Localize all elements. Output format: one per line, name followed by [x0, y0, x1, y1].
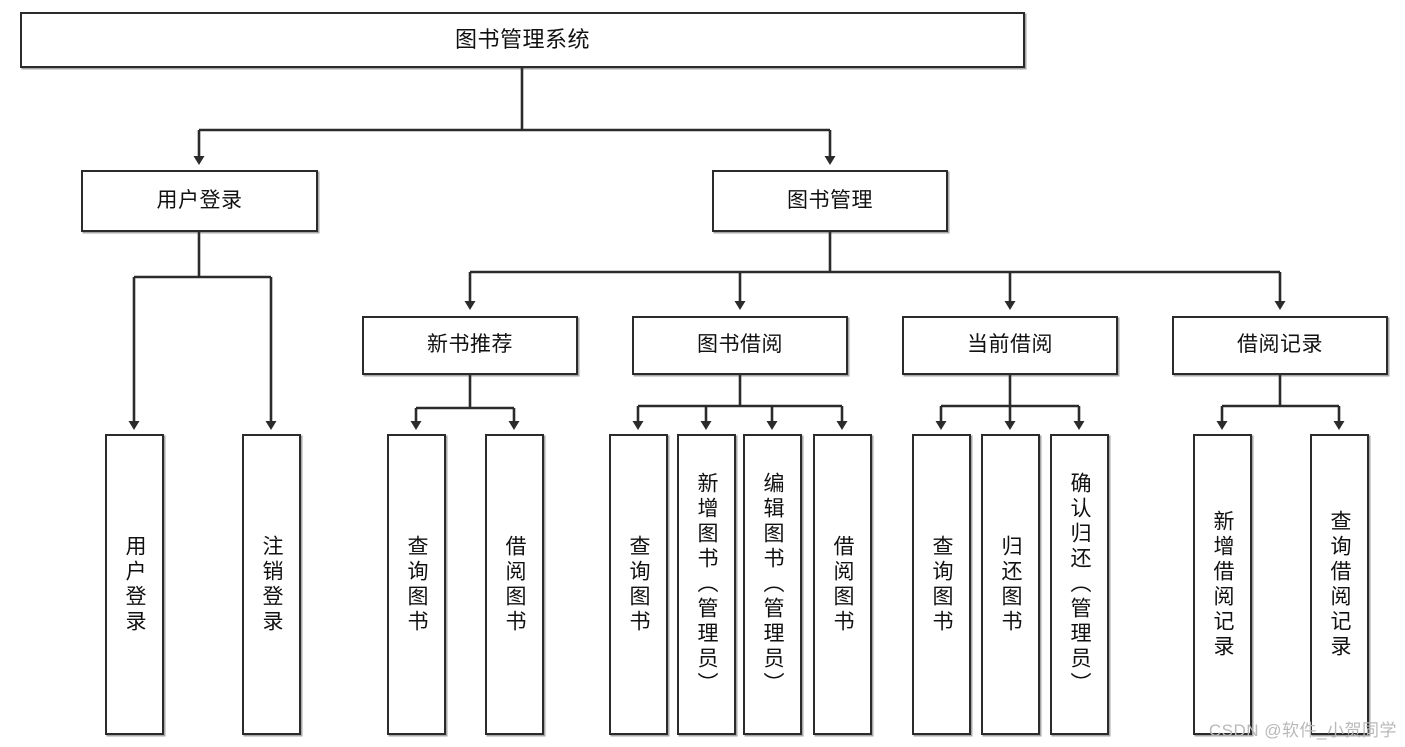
leaf-current-borrow-query-label: 查询图书 [930, 534, 953, 635]
leaf-current-borrow-return-label: 归还图书 [999, 534, 1022, 635]
leaf-user-login-signout-label: 注销登录 [260, 534, 283, 635]
leaf-book-borrow-query-label: 查询图书 [627, 534, 650, 635]
leaf-new-book-query[interactable]: 查询图书 [387, 434, 446, 735]
node-root-system[interactable]: 图书管理系统 [20, 12, 1025, 68]
leaf-user-login-signin[interactable]: 用户登录 [105, 434, 164, 735]
leaf-book-borrow-lend-label: 借阅图书 [831, 534, 854, 635]
node-current-borrow-label: 当前借阅 [967, 333, 1053, 357]
leaf-book-borrow-lend[interactable]: 借阅图书 [813, 434, 872, 735]
leaf-current-borrow-return[interactable]: 归还图书 [981, 434, 1040, 735]
node-borrow-record-label: 借阅记录 [1237, 333, 1323, 357]
leaf-current-borrow-confirm-label: 确认归还（管理员） [1068, 472, 1091, 697]
leaf-new-book-borrow[interactable]: 借阅图书 [485, 434, 544, 735]
csdn-watermark: CSDN @软件_小贺同学 [1208, 721, 1397, 740]
leaf-borrow-record-query[interactable]: 查询借阅记录 [1310, 434, 1369, 735]
node-user-login[interactable]: 用户登录 [81, 170, 318, 232]
node-book-borrow[interactable]: 图书借阅 [632, 316, 848, 375]
node-new-book-recommend-label: 新书推荐 [427, 333, 513, 357]
node-root-system-label: 图书管理系统 [454, 27, 590, 53]
leaf-book-borrow-edit-label: 编辑图书（管理员） [761, 472, 784, 697]
leaf-borrow-record-add-label: 新增借阅记录 [1211, 509, 1234, 660]
leaf-book-borrow-query[interactable]: 查询图书 [609, 434, 668, 735]
leaf-user-login-signout[interactable]: 注销登录 [242, 434, 301, 735]
node-user-login-label: 用户登录 [156, 188, 243, 212]
node-book-management[interactable]: 图书管理 [712, 170, 948, 232]
leaf-new-book-query-label: 查询图书 [405, 534, 428, 635]
leaf-book-borrow-add[interactable]: 新增图书（管理员） [677, 434, 736, 735]
node-current-borrow[interactable]: 当前借阅 [902, 316, 1118, 375]
leaf-book-borrow-edit[interactable]: 编辑图书（管理员） [743, 434, 802, 735]
node-book-management-label: 图书管理 [787, 188, 873, 212]
node-borrow-record[interactable]: 借阅记录 [1172, 316, 1388, 375]
leaf-book-borrow-add-label: 新增图书（管理员） [695, 472, 718, 697]
leaf-new-book-borrow-label: 借阅图书 [503, 534, 526, 635]
node-new-book-recommend[interactable]: 新书推荐 [362, 316, 578, 375]
leaf-borrow-record-add[interactable]: 新增借阅记录 [1193, 434, 1252, 735]
node-book-borrow-label: 图书借阅 [697, 333, 783, 357]
leaf-user-login-signin-label: 用户登录 [123, 534, 146, 635]
leaf-borrow-record-query-label: 查询借阅记录 [1328, 509, 1351, 660]
leaf-current-borrow-confirm[interactable]: 确认归还（管理员） [1050, 434, 1109, 735]
leaf-current-borrow-query[interactable]: 查询图书 [912, 434, 971, 735]
